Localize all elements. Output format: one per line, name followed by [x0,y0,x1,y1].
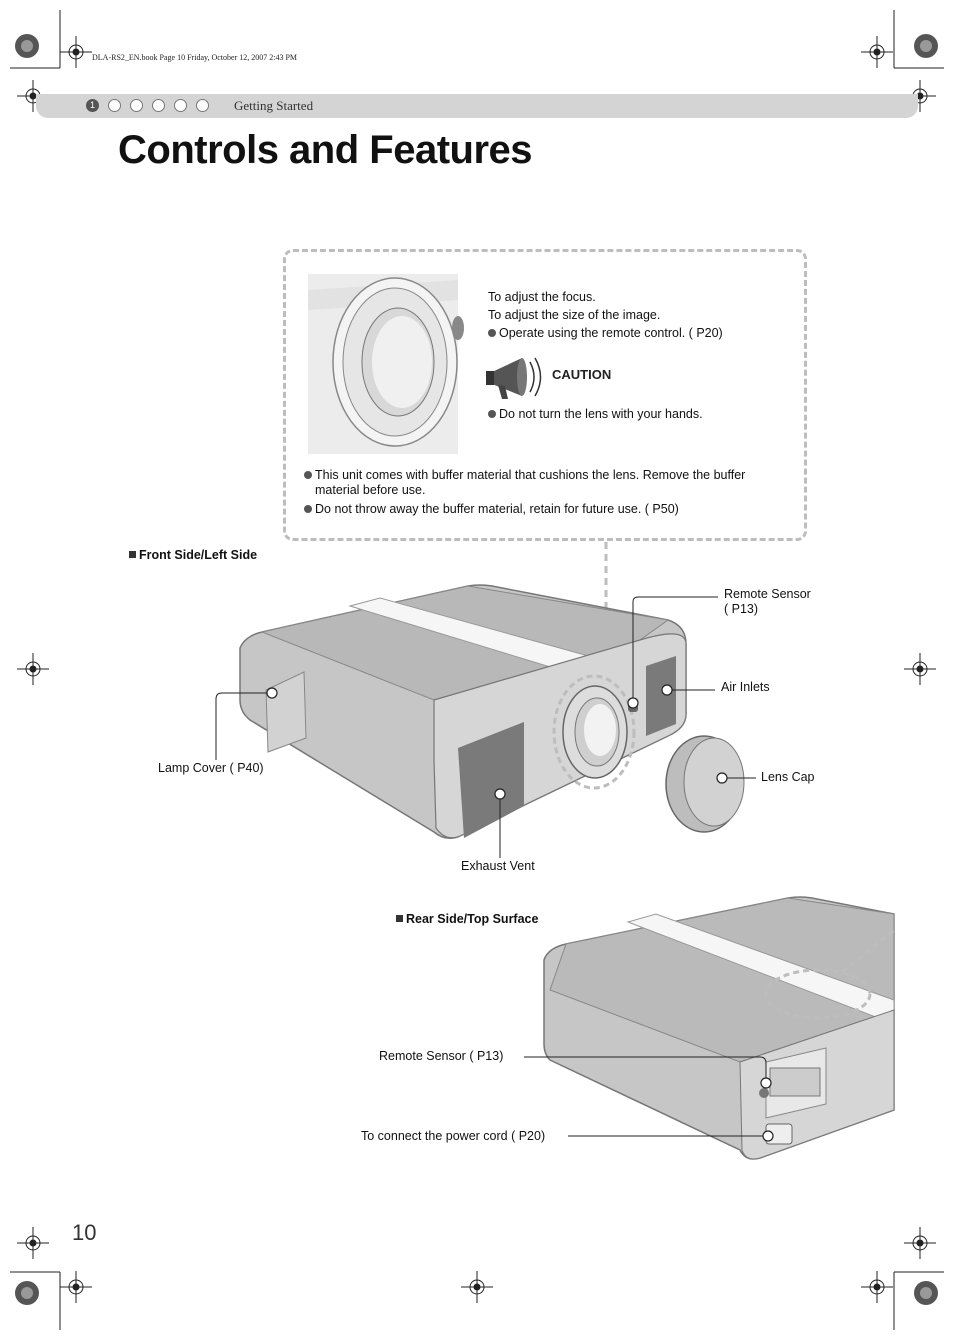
lens-cap-label: Lens Cap [761,770,815,784]
exhaust-vent-label: Exhaust Vent [461,859,535,873]
bullet-icon [488,410,496,418]
crop-marks [10,10,944,1330]
lens-cap-illustration [665,735,745,833]
front-callout-dots [266,684,728,800]
buffer-note: This unit comes with buffer material tha… [304,468,785,498]
projector-rear-illustration [543,896,895,1160]
remote-note: Operate using the remote control. ( P20) [488,326,723,340]
lens-callout-box [283,249,807,541]
bullet-icon [304,505,312,513]
lamp-cover-label: Lamp Cover ( P40) [158,761,264,775]
step-dot [108,99,121,112]
remote-sensor-label: Remote Sensor [724,587,811,601]
step-dot [152,99,165,112]
page-number: 10 [72,1220,97,1245]
front-side-heading: Front Side/Left Side [129,548,257,562]
focus-text: To adjust the focus. [488,290,596,304]
zoom-text: To adjust the size of the image. [488,308,661,322]
square-bullet-icon [396,915,403,922]
front-leader-lines [215,596,756,858]
step-dot [174,99,187,112]
lens-photo-illustration [308,274,464,454]
air-inlets-label: Air Inlets [721,680,770,694]
bullet-icon [488,329,496,337]
rear-callout-dots [760,1077,774,1142]
step-dot-active: 1 [86,99,99,112]
remote-sensor-ref: ( P13) [724,602,759,616]
step-dot [130,99,143,112]
bullet-icon [304,471,312,479]
rear-leader-lines [524,1056,767,1137]
caution-text: Do not turn the lens with your hands. [488,407,703,421]
file-info: DLA-RS2_EN.book Page 10 Friday, October … [92,53,298,62]
rear-remote-sensor-label: Remote Sensor ( P13) [379,1049,504,1063]
page-title: Controls and Features [118,128,533,172]
step-dot [196,99,209,112]
power-cord-label: To connect the power cord ( P20) [361,1129,546,1143]
rear-side-heading: Rear Side/Top Surface [396,912,538,926]
projector-front-illustration [239,584,687,839]
corner-starbursts [15,34,938,1305]
caution-title: CAUTION [552,367,612,382]
section-name: Getting Started [234,98,314,113]
retain-note: Do not throw away the buffer material, r… [304,502,679,516]
caution-megaphone-icon [486,357,542,399]
step-indicator: 1 [86,99,209,112]
square-bullet-icon [129,551,136,558]
